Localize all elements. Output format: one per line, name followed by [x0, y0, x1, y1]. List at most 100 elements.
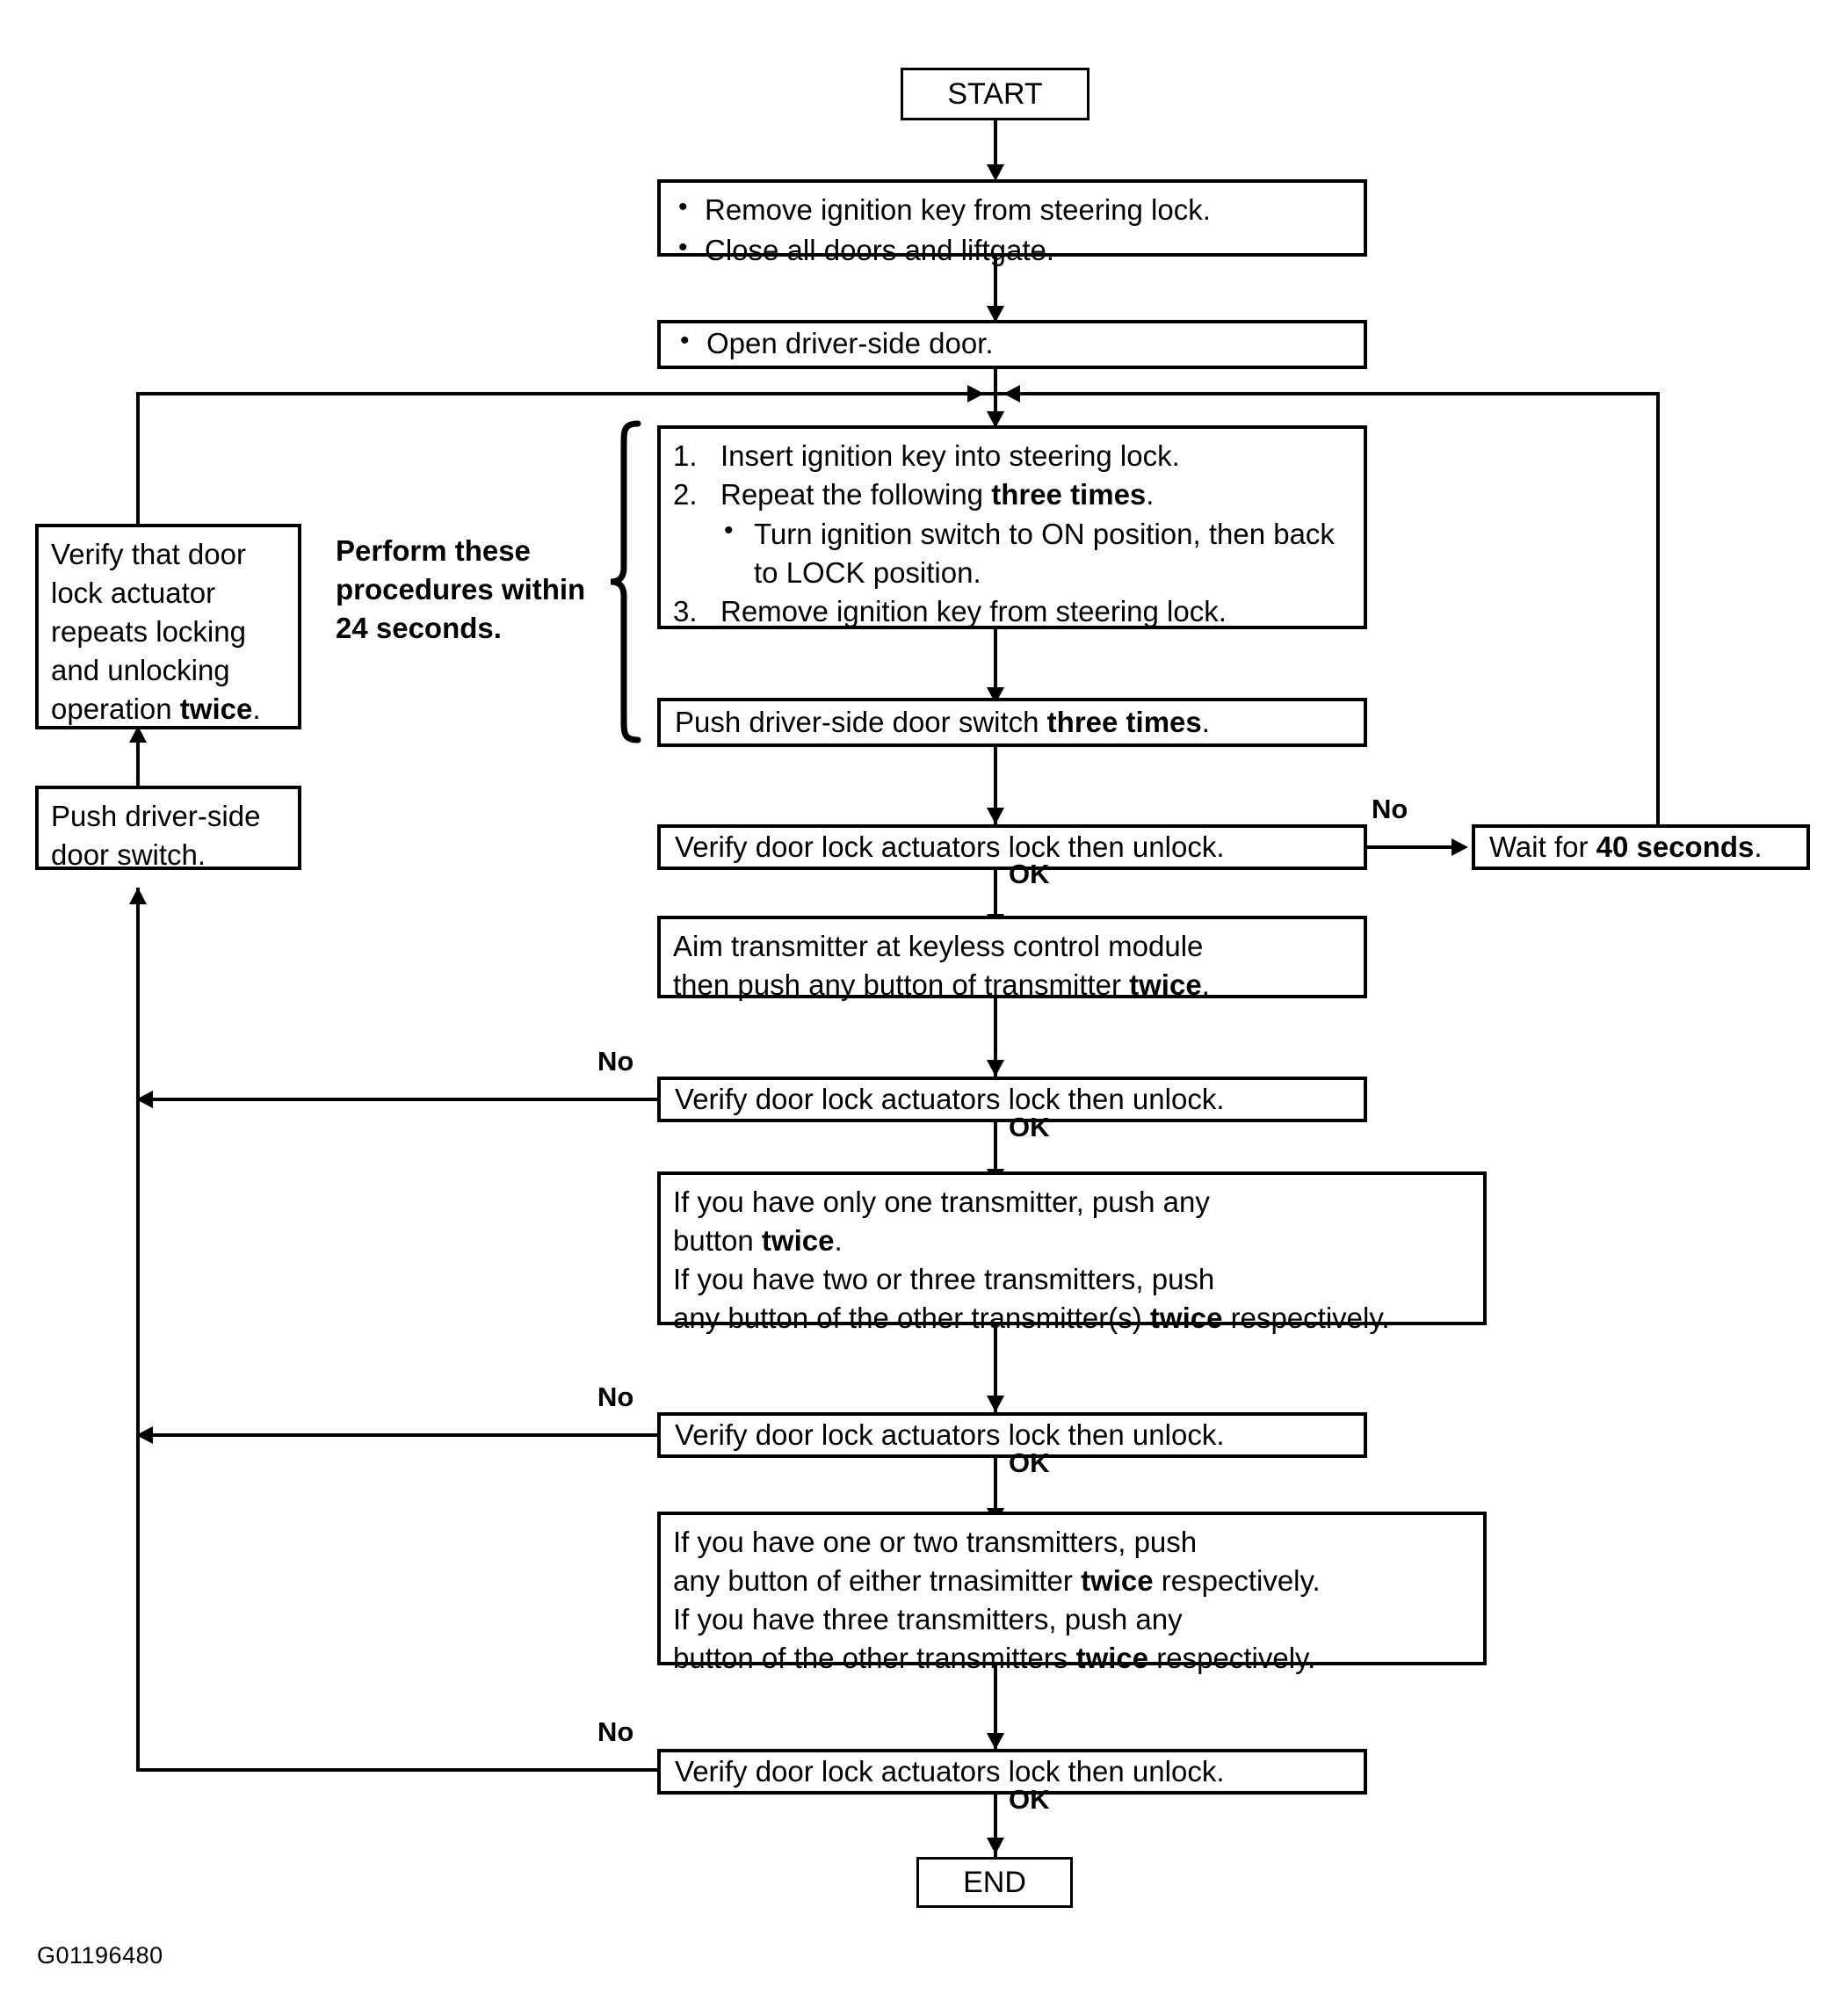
right-loop-riser: [1656, 392, 1660, 824]
transmitter-a-line3: If you have two or three transmitters, p…: [673, 1262, 1215, 1295]
prep-bullet-list: Remove ignition key from steering lock. …: [673, 190, 1351, 270]
node-transmitter-b: If you have one or two transmitters, pus…: [657, 1512, 1487, 1674]
node-key-cycle: 1. Insert ignition key into steering loc…: [657, 425, 1367, 629]
transmitter-b-line4: button of the other transmitters twice r…: [673, 1639, 1471, 1678]
verify-3-text: Verify door lock actuators lock then unl…: [675, 1418, 1225, 1452]
node-transmitter-a: If you have only one transmitter, push a…: [657, 1171, 1487, 1334]
arrow-verify2-no: [136, 1091, 153, 1108]
connector-verify1-no: [1367, 845, 1455, 849]
node-verify-1: Verify door lock actuators lock then unl…: [657, 824, 1367, 870]
transmitter-b-line2-pre: any button of either trnasimitter: [673, 1563, 1082, 1597]
aim-transmitter-line1: Aim transmitter at keyless control modul…: [673, 930, 1204, 962]
brace-icon: [610, 420, 641, 743]
node-push-switch: Push driver-side door switch.: [35, 786, 301, 871]
transmitter-a-line2-bold: twice: [761, 1223, 835, 1257]
transmitter-b-line2: any button of either trnasimitter twice …: [673, 1562, 1471, 1600]
arrow-pushswitch-to-verifyrepeat: [129, 726, 147, 743]
end-label: END: [963, 1865, 1026, 1899]
transmitter-b-line3: If you have three transmitters, push any: [673, 1602, 1183, 1635]
push3x-text-bold: three times: [1046, 706, 1202, 739]
key-cycle-step-2-num: 2.: [673, 477, 698, 511]
arrow-start-to-prep: [987, 164, 1004, 181]
arrow-merge-from-right: [1003, 385, 1020, 402]
transmitter-b-line2-bold: twice: [1081, 1563, 1154, 1597]
transmitter-a-line4-pre: any button of the other transmitter(s): [673, 1301, 1150, 1334]
arrow-left-bus-to-push-switch: [129, 888, 147, 904]
merge-bus-line: [136, 392, 1660, 395]
transmitter-a-line4-bold: twice: [1149, 1301, 1223, 1334]
prep-bullet-0: Remove ignition key from steering lock.: [673, 190, 1351, 229]
aim-transmitter-line2-post: .: [1201, 968, 1210, 1001]
verify-1-text: Verify door lock actuators lock then unl…: [675, 830, 1225, 864]
aim-transmitter-line2-bold: twice: [1129, 968, 1202, 1001]
transmitter-b-line2-post: respectively.: [1153, 1563, 1321, 1597]
edge-label-verify3-ok: OK: [1009, 1447, 1050, 1478]
push-switch-text: Push driver-side door switch.: [51, 800, 261, 871]
verify-repeat-text-post: .: [252, 692, 261, 725]
connector-verify2-no: [151, 1098, 659, 1101]
transmitter-b-line4-pre: button of the other transmitters: [673, 1641, 1076, 1674]
connector-prep-to-open-door: [994, 257, 997, 321]
arrow-verify3-no: [136, 1426, 153, 1444]
transmitter-a-line4: any button of the other transmitter(s) t…: [673, 1299, 1471, 1338]
edge-label-verify1-no: No: [1372, 794, 1408, 824]
push3x-text-post: .: [1201, 706, 1210, 739]
start-terminator: START: [901, 68, 1090, 120]
arrow-aim-to-verify2: [987, 1060, 1004, 1077]
node-verify-2: Verify door lock actuators lock then unl…: [657, 1077, 1367, 1122]
transmitter-b-line4-bold: twice: [1075, 1641, 1149, 1674]
wait40-text-bold: 40 seconds: [1596, 830, 1755, 864]
transmitter-b-line4-post: respectively.: [1148, 1641, 1316, 1674]
key-cycle-step-2-text-pre: Repeat the following: [720, 477, 992, 511]
timing-brace: [606, 420, 643, 743]
key-cycle-step-2-text-bold: three times: [991, 477, 1147, 511]
verify-repeat-text-pre: Verify that door lock actuator repeats l…: [51, 538, 246, 725]
verify-repeat-text-bold: twice: [179, 692, 253, 725]
connector-verify2-ok: [994, 1122, 997, 1191]
key-cycle-step-3: 3. Remove ignition key from steering loc…: [673, 592, 1351, 631]
edge-label-verify2-no: No: [597, 1046, 634, 1077]
transmitter-a-line2-pre: button: [673, 1223, 762, 1257]
key-cycle-step-list: 1. Insert ignition key into steering loc…: [673, 437, 1351, 630]
edge-label-verify1-ok: OK: [1009, 859, 1050, 889]
arrow-push3x-to-verify1: [987, 808, 1004, 824]
aim-transmitter-line2: then push any button of transmitter twic…: [673, 966, 1351, 1004]
arrow-merge-from-left: [967, 385, 984, 402]
transmitter-a-line4-post: respectively.: [1222, 1301, 1390, 1334]
node-wait-40-seconds: Wait for 40 seconds.: [1472, 824, 1810, 870]
connector-verify3-ok: [994, 1458, 997, 1530]
connector-transmittera-to-verify3: [994, 1325, 997, 1413]
transmitter-a-line1: If you have only one transmitter, push a…: [673, 1186, 1210, 1218]
transmitter-a-line2: button twice.: [673, 1222, 1471, 1260]
verify-4-text: Verify door lock actuators lock then unl…: [675, 1755, 1225, 1788]
connector-verify4-ok: [994, 1795, 997, 1858]
end-terminator: END: [916, 1857, 1073, 1908]
connector-key-cycle-to-push3x: [994, 629, 997, 703]
arrow-transmitterb-to-verify4: [987, 1733, 1004, 1750]
connector-push3x-to-verify1: [994, 747, 997, 824]
connector-start-to-prep: [994, 120, 997, 177]
key-cycle-step-3-text: Remove ignition key from steering lock.: [720, 594, 1227, 627]
aim-transmitter-line2-pre: then push any button of transmitter: [673, 968, 1130, 1001]
edge-label-verify3-no: No: [597, 1381, 634, 1412]
key-cycle-step-2: 2. Repeat the following three times. Tur…: [673, 475, 1351, 592]
wait40-text-post: .: [1754, 830, 1763, 864]
edge-label-verify4-ok: OK: [1009, 1784, 1050, 1815]
wait40-text-pre: Wait for: [1489, 830, 1596, 864]
node-verify-3: Verify door lock actuators lock then unl…: [657, 1412, 1367, 1458]
arrow-verify4-ok: [987, 1838, 1004, 1854]
push3x-text-pre: Push driver-side door switch: [675, 706, 1047, 739]
edge-label-verify2-ok: OK: [1009, 1112, 1050, 1142]
key-cycle-step-3-num: 3.: [673, 594, 698, 627]
transmitter-b-line1: If you have one or two transmitters, pus…: [673, 1526, 1198, 1558]
key-cycle-step-1: 1. Insert ignition key into steering loc…: [673, 437, 1351, 475]
node-prep: Remove ignition key from steering lock. …: [657, 179, 1367, 266]
edge-label-verify4-no: No: [597, 1716, 634, 1747]
figure-caption: G01196480: [37, 1942, 163, 1969]
arrow-verify1-no: [1451, 838, 1468, 856]
connector-pushswitch-to-verifyrepeat: [136, 729, 140, 786]
key-cycle-step-1-text: Insert ignition key into steering lock.: [720, 439, 1180, 472]
connector-transmitterb-to-verify4: [994, 1665, 997, 1750]
node-aim-transmitter: Aim transmitter at keyless control modul…: [657, 916, 1367, 1001]
